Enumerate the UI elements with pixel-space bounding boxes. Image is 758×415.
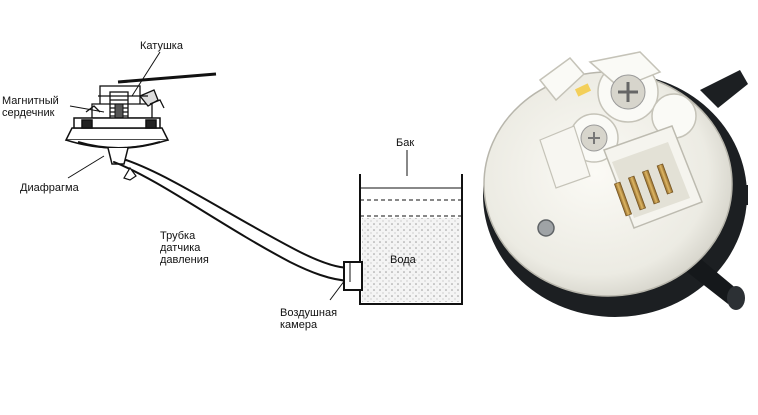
schematic-drawing	[64, 51, 463, 305]
rivet	[537, 219, 555, 237]
coil-label: Катушка	[140, 40, 183, 52]
connector-block	[603, 125, 703, 229]
screw-boss-left	[580, 124, 608, 152]
connector-pins	[613, 163, 674, 217]
water-label: Вода	[390, 254, 416, 266]
water	[362, 218, 460, 302]
magnetic-core-label: Магнитный сердечник	[2, 95, 59, 119]
sensor-nozzle	[107, 147, 129, 165]
tank	[359, 174, 463, 305]
top-bosses	[538, 51, 697, 163]
actuator-rod	[117, 72, 217, 84]
side-tab	[539, 125, 591, 189]
air-chamber-label: Воздушная камера	[280, 307, 338, 331]
sensor-housing	[64, 117, 170, 149]
tube-clamp	[123, 166, 137, 181]
tank-label: Бак	[396, 137, 415, 149]
label-sticker	[574, 83, 592, 97]
pressure-switch-photo	[483, 51, 748, 317]
adjustment-screw	[610, 74, 646, 110]
pressure-tube	[113, 159, 351, 282]
diaphragm-label: Диафрагма	[20, 182, 79, 194]
air-chamber	[343, 261, 363, 291]
pressure-tube-label: Трубка датчика давления	[160, 230, 209, 266]
